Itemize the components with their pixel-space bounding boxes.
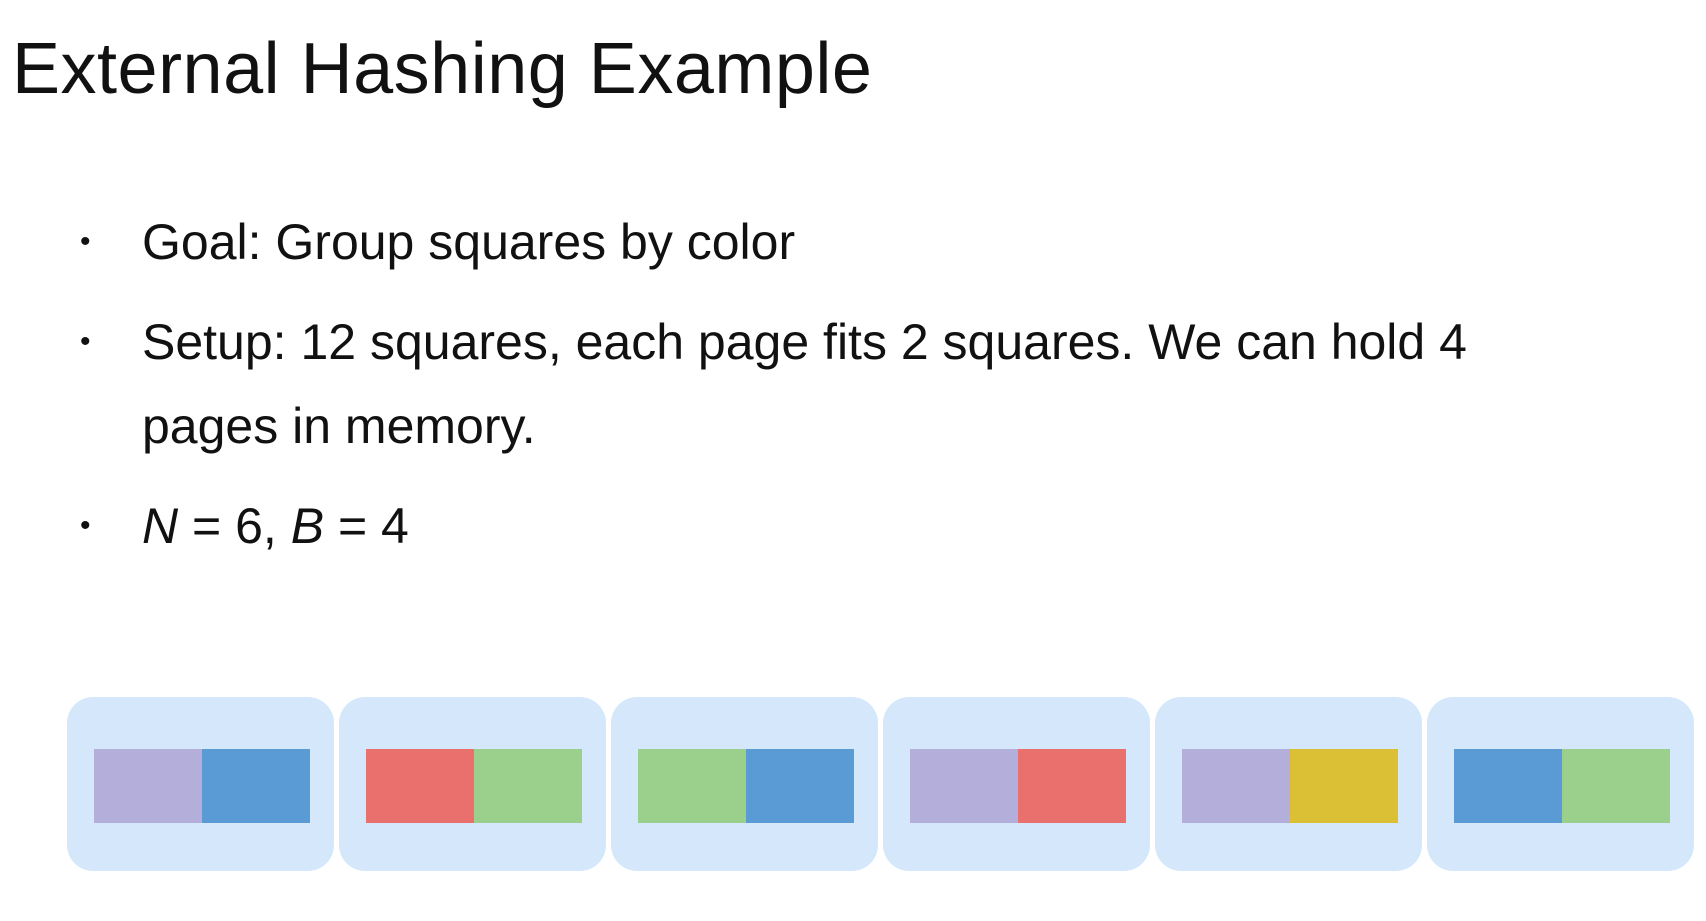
page [339,697,606,871]
square-purple [1182,749,1290,823]
bullet-goal: • Goal: Group squares by color [80,200,1640,284]
square-green [474,749,582,823]
b-symbol: B [290,498,325,554]
bullet-setup-text: Setup: 12 squares, each page fits 2 squa… [142,314,1467,454]
square-green [1562,749,1670,823]
page [1155,697,1422,871]
square-purple [94,749,202,823]
page [611,697,878,871]
bullet-dot-icon: • [80,225,91,258]
square-blue [1454,749,1562,823]
bullet-setup: • Setup: 12 squares, each page fits 2 sq… [80,300,1640,468]
square-yellow [1290,749,1398,823]
square-green [638,749,746,823]
bullet-dot-icon: • [80,325,91,358]
page [883,697,1150,871]
page [67,697,334,871]
square-purple [910,749,1018,823]
square-blue [202,749,310,823]
bullet-params: • N = 6, B = 4 [80,484,1640,568]
n-value: = 6, [178,498,291,554]
page [1427,697,1694,871]
square-red [1018,749,1126,823]
bullet-dot-icon: • [80,509,91,542]
b-value: = 4 [324,498,409,554]
square-blue [746,749,854,823]
pages-row [67,697,1695,871]
slide-title: External Hashing Example [12,29,873,109]
bullet-params-text: N = 6, B = 4 [142,498,409,554]
square-red [366,749,474,823]
n-symbol: N [142,498,179,554]
bullet-goal-text: Goal: Group squares by color [142,214,796,270]
bullet-list: • Goal: Group squares by color • Setup: … [80,200,1640,584]
